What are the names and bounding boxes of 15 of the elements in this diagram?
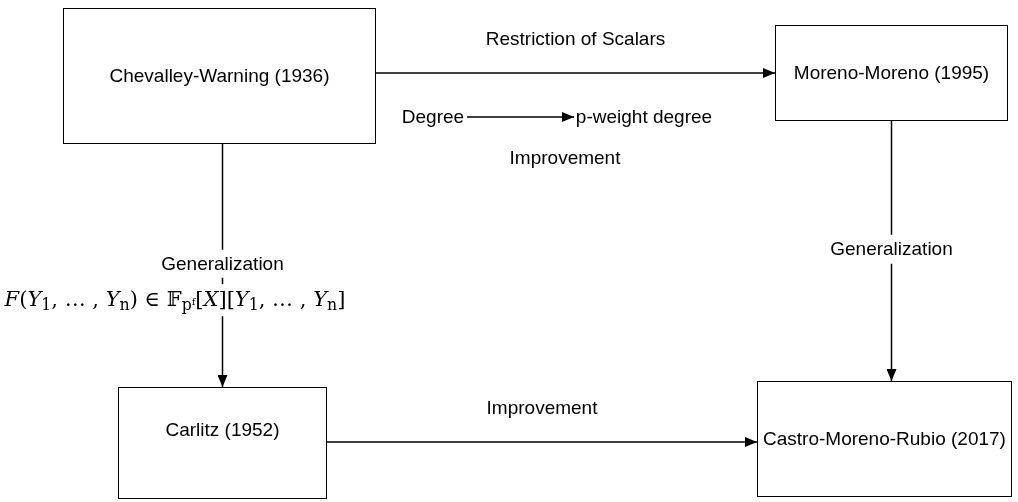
node-text: Carlitz (1952) — [164, 418, 281, 442]
node-text: Degree — [401, 105, 465, 129]
node-text: Chevalley-Warning (1936) — [108, 64, 331, 88]
arrow — [375, 68, 776, 78]
event-box — [118, 387, 327, 499]
event-box — [757, 381, 1012, 497]
annotation-label: Improvement — [508, 145, 622, 170]
arrow — [886, 120, 897, 382]
node-text: Castro-Moreno-Rubio (2017) — [762, 427, 1007, 451]
node-text: p-weight degree — [575, 105, 713, 129]
event-box — [775, 25, 1008, 121]
event-box — [63, 8, 376, 144]
node-text: Moreno-Moreno (1995) — [792, 61, 991, 85]
arrow — [326, 437, 758, 447]
arrow — [466, 112, 575, 122]
